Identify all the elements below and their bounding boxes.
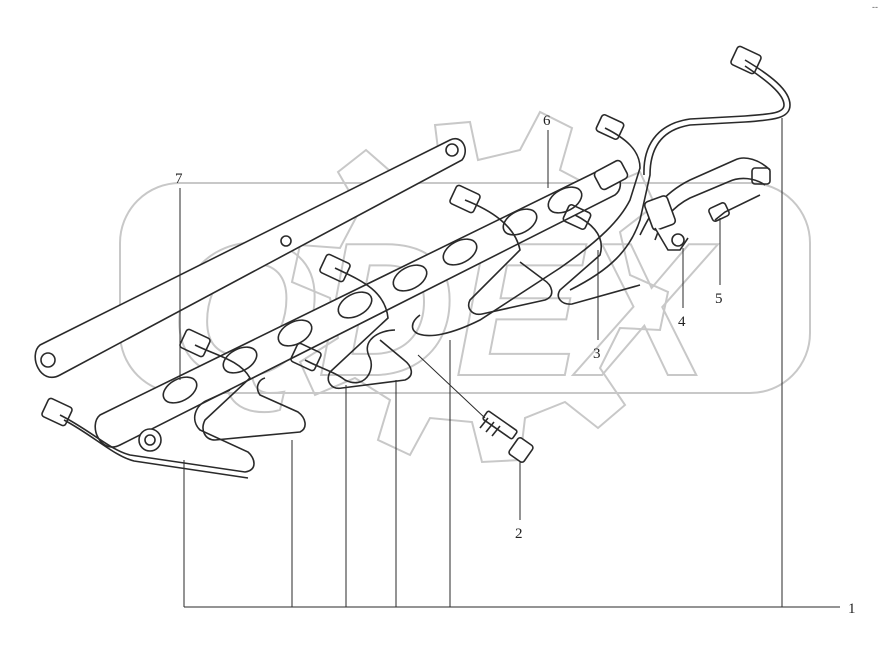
injector-pipe-4 (304, 329, 396, 384)
watermark-band (119, 182, 811, 394)
fuel-rail-assembly (94, 159, 629, 452)
injector-pipe-5 (464, 199, 553, 316)
mounting-bolt (479, 410, 534, 463)
injector-pipe-7 (411, 127, 641, 337)
callout-7: 7 (175, 171, 183, 187)
pipe-clamp (643, 195, 689, 251)
callout-5: 5 (715, 291, 723, 307)
leader-lines (179, 118, 840, 608)
injector-pipe-2 (194, 344, 306, 441)
callout-6: 6 (543, 113, 551, 129)
injector-pipe-3 (327, 267, 413, 390)
injector-pipe-1 (59, 389, 255, 473)
watermark-text: QDEX (170, 204, 719, 416)
injector-pipes (41, 45, 791, 479)
mounting-bracket-bar (34, 137, 466, 378)
injector-pipe-6 (557, 214, 641, 305)
injector-pipe-8 (569, 59, 791, 291)
callout-1: 1 (848, 601, 856, 617)
callout-labels: 1 2 3 4 5 6 7 -- (175, 2, 878, 617)
callout-3: 3 (593, 346, 601, 362)
corner-mark: -- (872, 2, 878, 12)
callout-2: 2 (515, 526, 523, 542)
callout-4: 4 (678, 314, 686, 330)
